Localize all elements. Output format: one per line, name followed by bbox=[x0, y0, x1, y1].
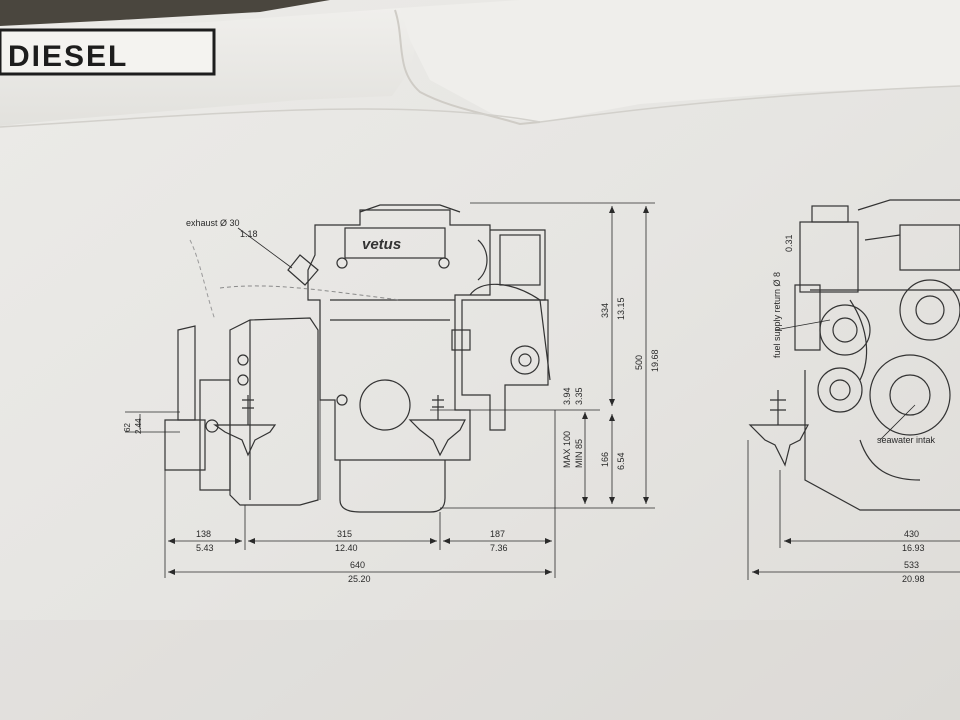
dim-430-inch: 16.93 bbox=[902, 543, 925, 553]
dashed-route bbox=[219, 285, 401, 301]
min-label: MIN 85 bbox=[574, 439, 584, 468]
horizontal-dimensions bbox=[164, 300, 556, 578]
dim-334: 334 bbox=[600, 303, 610, 318]
dim-166-inch: 6.54 bbox=[616, 452, 626, 470]
dim-187-inch: 7.36 bbox=[490, 543, 508, 553]
exhaust-inch: 1.18 bbox=[240, 229, 258, 239]
dim-334-inch: 13.15 bbox=[616, 297, 626, 320]
dim-640: 640 bbox=[350, 560, 365, 570]
fuel-inch: 0.31 bbox=[784, 234, 794, 252]
right-dimensions bbox=[747, 319, 960, 580]
dim-335: 3.35 bbox=[574, 387, 584, 405]
box-flap-right bbox=[400, 0, 960, 122]
dim-640-inch: 25.20 bbox=[348, 574, 371, 584]
dim-62: 62 bbox=[123, 423, 132, 432]
dark-corner bbox=[0, 0, 330, 26]
engine-brand: vetus bbox=[362, 236, 401, 253]
dim-533: 533 bbox=[904, 560, 919, 570]
vertical-dimensions bbox=[125, 202, 655, 509]
max-label: MAX 100 bbox=[562, 431, 572, 468]
dim-187: 187 bbox=[490, 529, 505, 539]
logo-text: DIESEL bbox=[8, 40, 128, 73]
fuel-label: fuel supply return Ø 8 bbox=[772, 272, 782, 358]
engine-front-view bbox=[748, 199, 960, 511]
dim-394: 3.94 bbox=[562, 387, 572, 405]
dashed-route-2 bbox=[189, 239, 216, 321]
dim-533-inch: 20.98 bbox=[902, 574, 925, 584]
dim-138: 138 bbox=[196, 529, 211, 539]
dim-500-inch: 19.68 bbox=[650, 349, 660, 372]
dim-166: 166 bbox=[600, 452, 610, 467]
seawater-label: seawater intak bbox=[877, 435, 936, 445]
dim-138-inch: 5.43 bbox=[196, 543, 214, 553]
dim-500: 500 bbox=[634, 355, 644, 370]
dim-430: 430 bbox=[904, 529, 919, 539]
dim-62-inch: 2.44 bbox=[134, 418, 143, 434]
exhaust-leader bbox=[237, 227, 293, 269]
torn-edge bbox=[394, 9, 541, 126]
dim-315: 315 bbox=[337, 529, 352, 539]
bottom-shade bbox=[0, 620, 960, 720]
dim-315-inch: 12.40 bbox=[335, 543, 358, 553]
logo-box bbox=[0, 28, 216, 76]
exhaust-label: exhaust Ø 30 bbox=[186, 218, 240, 228]
fold-line bbox=[0, 85, 960, 128]
